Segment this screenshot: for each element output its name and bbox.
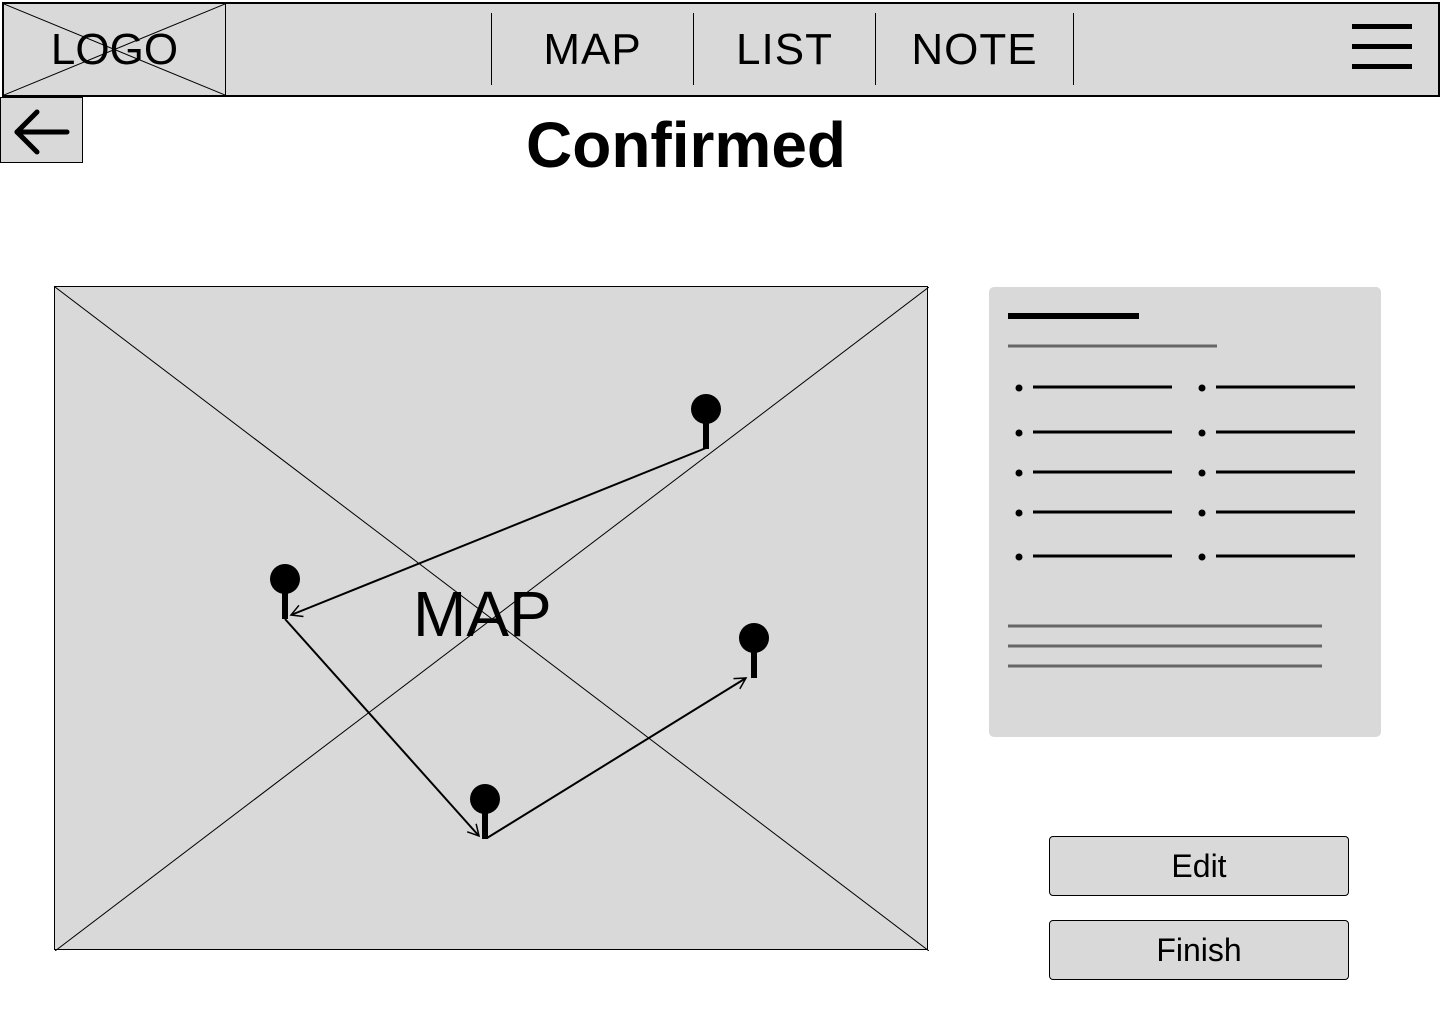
nav-item-note[interactable]: NOTE <box>911 24 1038 74</box>
logo-placeholder-icon <box>4 4 225 95</box>
nav-item-map[interactable]: MAP <box>543 24 642 74</box>
route-arrow <box>486 677 748 839</box>
map-pin-icon[interactable] <box>739 623 769 678</box>
bullet-list-lines <box>1033 385 1355 558</box>
arrow-left-icon <box>14 109 70 155</box>
map-pin-icon[interactable] <box>270 564 300 619</box>
map-view[interactable]: MAP <box>54 286 929 951</box>
text-placeholder-lines <box>1008 313 1355 668</box>
route-arrow <box>289 447 707 618</box>
route-arrow <box>284 618 481 838</box>
map-placeholder-diagonal <box>55 287 929 951</box>
nav-divider <box>491 13 492 85</box>
top-navbar: LOGO MAP LIST NOTE <box>2 2 1440 97</box>
info-panel <box>989 287 1381 737</box>
map-pin-icon[interactable] <box>691 394 721 449</box>
paragraph-placeholder <box>1008 624 1322 668</box>
finish-button[interactable]: Finish <box>1049 920 1349 980</box>
edit-button[interactable]: Edit <box>1049 836 1349 896</box>
hamburger-menu-icon[interactable] <box>1352 24 1414 70</box>
map-label: MAP <box>413 578 552 650</box>
nav-divider <box>693 13 694 85</box>
bullet-list <box>1015 384 1206 561</box>
map-pin-icon[interactable] <box>470 784 500 839</box>
back-button[interactable] <box>0 97 83 163</box>
nav-item-list[interactable]: LIST <box>736 24 833 74</box>
logo[interactable]: LOGO <box>4 4 226 95</box>
page-title: Confirmed <box>526 109 846 181</box>
nav-divider <box>1073 13 1074 85</box>
logo-text: LOGO <box>50 24 179 74</box>
map-route-overlay <box>55 287 929 951</box>
nav-divider <box>875 13 876 85</box>
